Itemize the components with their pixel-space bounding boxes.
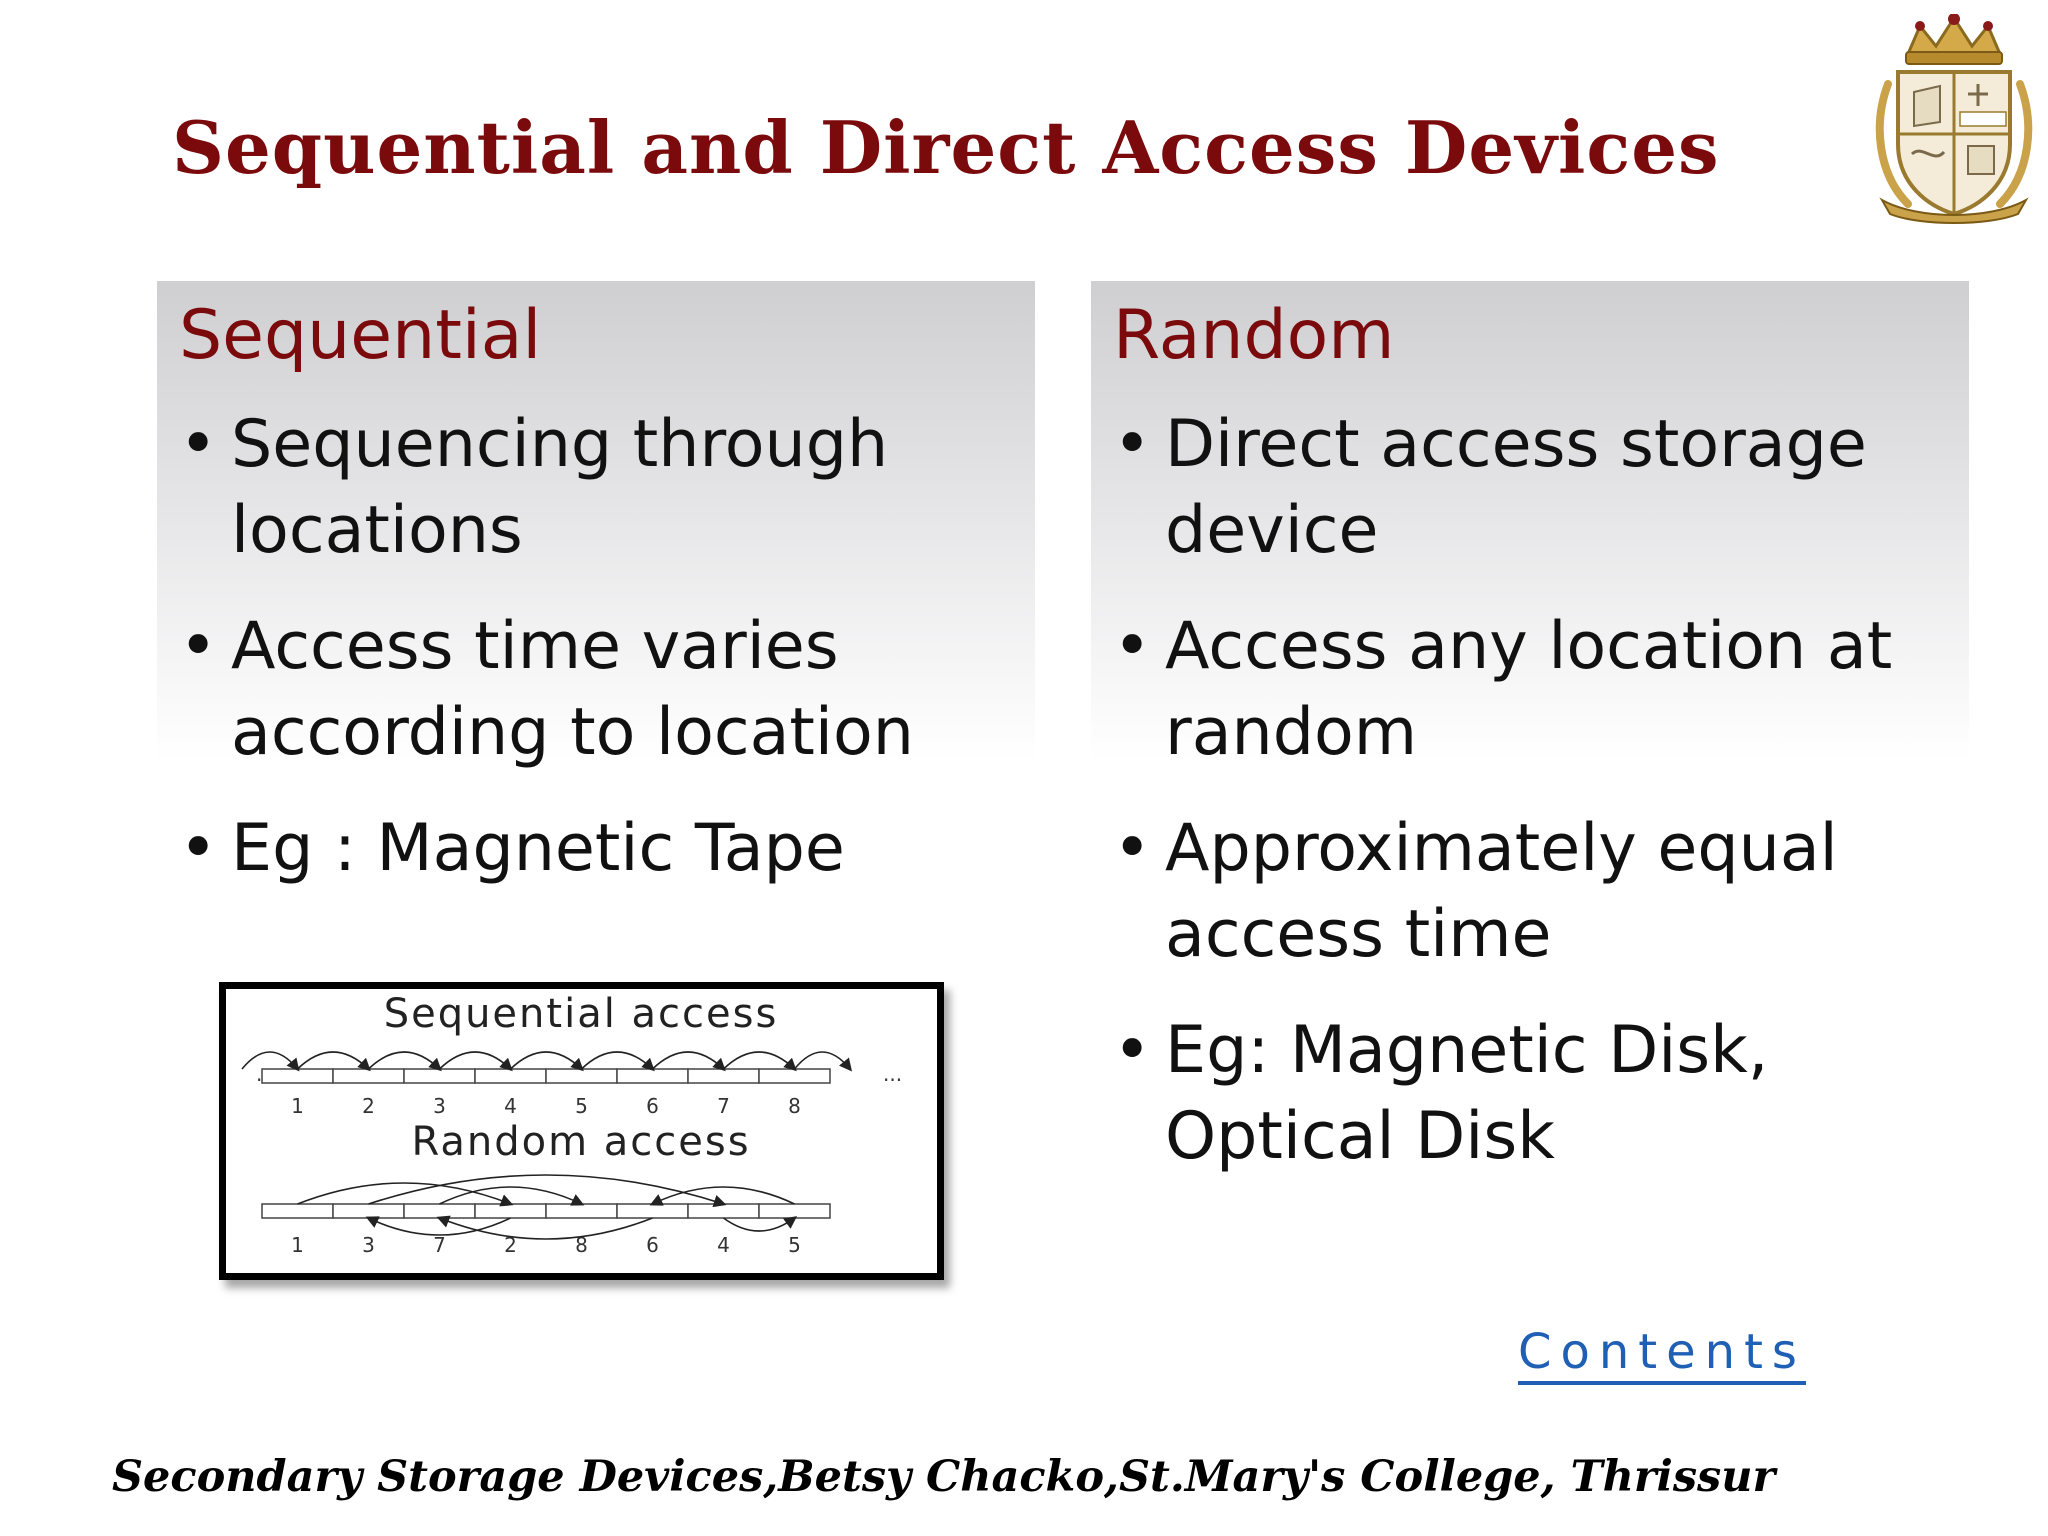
sequential-cell-number: 5	[575, 1094, 588, 1118]
bullet-text: Sequencing through locations	[231, 406, 889, 568]
list-item: •Eg: Magnetic Disk, Optical Disk	[1091, 1008, 1971, 1180]
bullet-icon: •	[1113, 608, 1152, 684]
random-cell	[332, 1203, 405, 1219]
bullet-text: Eg : Magnetic Tape	[231, 810, 845, 886]
sequential-arrow	[722, 1051, 797, 1072]
bullet-text: Eg: Magnetic Disk, Optical Disk	[1165, 1012, 1769, 1174]
bullet-icon: •	[179, 406, 218, 482]
random-arrow	[368, 1174, 727, 1208]
bullet-icon: •	[1113, 406, 1152, 482]
bullet-icon: •	[1113, 810, 1152, 886]
random-arrow	[649, 1186, 795, 1206]
sequential-cell	[332, 1068, 405, 1084]
random-cell	[758, 1203, 831, 1219]
list-item: •Sequencing through locations	[157, 402, 1037, 574]
bullet-text: Access any location at random	[1165, 608, 1893, 770]
sequential-panel-background	[157, 281, 1035, 761]
sequential-arrow	[296, 1051, 371, 1072]
sequential-arrow	[651, 1051, 726, 1072]
sequential-cell-number: 1	[291, 1094, 304, 1118]
random-cell	[616, 1203, 689, 1219]
random-heading: Random	[1113, 296, 1395, 375]
sequential-cell	[758, 1068, 831, 1084]
random-arrow	[439, 1186, 585, 1206]
sequential-access-label: Sequential access	[384, 991, 779, 1037]
sequential-column: Sequential •Sequencing through locations…	[157, 281, 1037, 922]
sequential-arrow	[367, 1051, 442, 1072]
random-panel-background	[1091, 281, 1969, 761]
sequential-arrow	[580, 1051, 655, 1072]
sequential-arrow	[793, 1051, 853, 1072]
random-cell-number: 3	[362, 1233, 375, 1257]
bullet-icon: •	[1113, 1012, 1152, 1088]
sequential-cell-number: 6	[646, 1094, 659, 1118]
random-arrow	[723, 1216, 798, 1232]
random-cell-number: 5	[788, 1233, 801, 1257]
random-arrow	[297, 1182, 514, 1207]
random-cell-number: 2	[504, 1233, 517, 1257]
access-diagram-svg: Sequential access Random access ... ... …	[241, 991, 902, 1257]
sequential-cell-number: 4	[504, 1094, 517, 1118]
sequential-ellipsis-right: ...	[883, 1062, 902, 1086]
sequential-cell	[474, 1068, 547, 1084]
contents-link[interactable]: Contents	[1518, 1326, 1806, 1385]
list-item: •Eg : Magnetic Tape	[157, 806, 1037, 892]
sequential-cell	[261, 1068, 334, 1084]
random-cell-number: 4	[717, 1233, 730, 1257]
access-diagram: Sequential access Random access ... ... …	[219, 982, 944, 1280]
random-arrow	[365, 1216, 511, 1236]
sequential-cell-number: 3	[433, 1094, 446, 1118]
random-cell	[545, 1203, 618, 1219]
random-column: Random •Direct access storage device •Ac…	[1091, 281, 1971, 1210]
bullet-icon: •	[179, 608, 218, 684]
sequential-cell	[687, 1068, 760, 1084]
random-cell-number: 7	[433, 1233, 446, 1257]
random-bullet-list: •Direct access storage device •Access an…	[1091, 402, 1971, 1180]
random-access-label: Random access	[411, 1119, 750, 1165]
list-item: •Direct access storage device	[1091, 402, 1971, 574]
college-crest-icon	[1868, 13, 2040, 224]
sequential-heading: Sequential	[179, 296, 542, 375]
list-item: •Access time varies according to locatio…	[157, 604, 1037, 776]
sequential-cell-number: 2	[362, 1094, 375, 1118]
random-cell	[687, 1203, 760, 1219]
random-cell-number: 8	[575, 1233, 588, 1257]
list-item: •Access any location at random	[1091, 604, 1971, 776]
bullet-text: Direct access storage device	[1165, 406, 1867, 568]
bullet-text: Approximately equal access time	[1165, 810, 1838, 972]
sequential-cell	[403, 1068, 476, 1084]
random-cell	[261, 1203, 334, 1219]
random-cell-number: 6	[646, 1233, 659, 1257]
random-arrow	[436, 1215, 653, 1240]
random-cells: 1 3 7 2 8 6 4 5	[261, 1174, 831, 1257]
sequential-cell	[616, 1068, 689, 1084]
slide-footer: Secondary Storage Devices,Betsy Chacko,S…	[112, 1452, 1776, 1502]
sequential-bullet-list: •Sequencing through locations •Access ti…	[157, 402, 1037, 892]
random-cell	[474, 1203, 547, 1219]
bullet-icon: •	[179, 810, 218, 886]
sequential-cells: 1 2 3 4 5 6 7 8	[241, 1051, 853, 1118]
sequential-cell-number: 8	[788, 1094, 801, 1118]
list-item: •Approximately equal access time	[1091, 806, 1971, 978]
bullet-text: Access time varies according to location	[231, 608, 914, 770]
sequential-arrow	[438, 1051, 513, 1072]
slide-title: Sequential and Direct Access Devices	[172, 105, 1720, 190]
random-cell	[403, 1203, 476, 1219]
sequential-arrow	[241, 1051, 300, 1072]
sequential-arrow	[509, 1051, 584, 1072]
sequential-cell-number: 7	[717, 1094, 730, 1118]
random-cell-number: 1	[291, 1233, 304, 1257]
sequential-cell	[545, 1068, 618, 1084]
